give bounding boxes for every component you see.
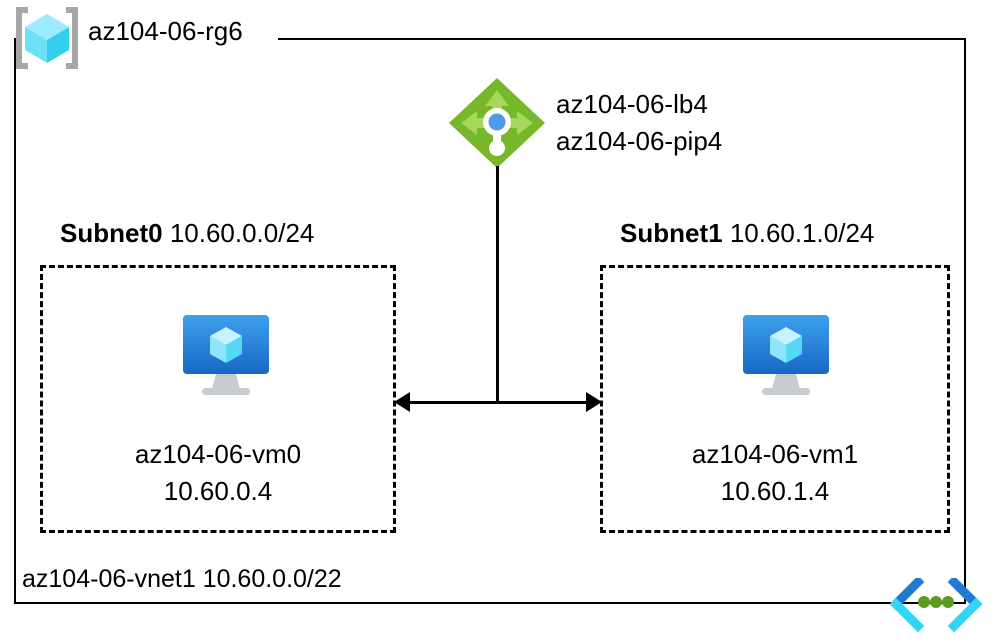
virtual-network-icon [888,575,984,634]
vnet-border-gap [16,30,278,46]
arrowhead-right-icon [586,392,602,412]
virtual-machine-icon [740,313,832,397]
subnet-box-subnet1 [600,265,950,533]
load-balancer-labels: az104-06-lb4 az104-06-pip4 [556,86,722,160]
vnet-boundary [14,38,966,604]
vm0-name: az104-06-vm0 [134,439,302,469]
vm-label-vm0: az104-06-vm0 10.60.0.4 [40,436,396,510]
vm-label-vm1: az104-06-vm1 10.60.1.4 [600,436,950,510]
vm1-name: az104-06-vm1 [691,439,859,469]
subnet-box-subnet0 [40,265,396,533]
resource-group-cube-icon [12,6,82,70]
load-balancer-name: az104-06-lb4 [556,89,708,119]
vm0-ip: 10.60.0.4 [163,475,273,506]
subnet-title-subnet1: Subnet1 10.60.1.0/24 [620,220,874,246]
subnet-connector-line [398,401,596,404]
load-balancer-icon [447,76,547,170]
vm1-ip: 10.60.1.4 [720,475,830,506]
subnet1-name: Subnet1 [620,218,723,248]
virtual-machine-icon [180,313,272,397]
load-balancer-connector-line [496,166,499,404]
arrowhead-left-icon [394,392,410,412]
subnet1-cidr: 10.60.1.0/24 [729,218,875,248]
subnet0-name: Subnet0 [60,218,163,248]
subnet-title-subnet0: Subnet0 10.60.0.0/24 [60,220,314,246]
public-ip-name: az104-06-pip4 [556,125,723,156]
resource-group-label: az104-06-rg6 [88,16,243,46]
subnet0-cidr: 10.60.0.0/24 [169,218,315,248]
vnet-label: az104-06-vnet1 10.60.0.0/22 [22,565,342,593]
